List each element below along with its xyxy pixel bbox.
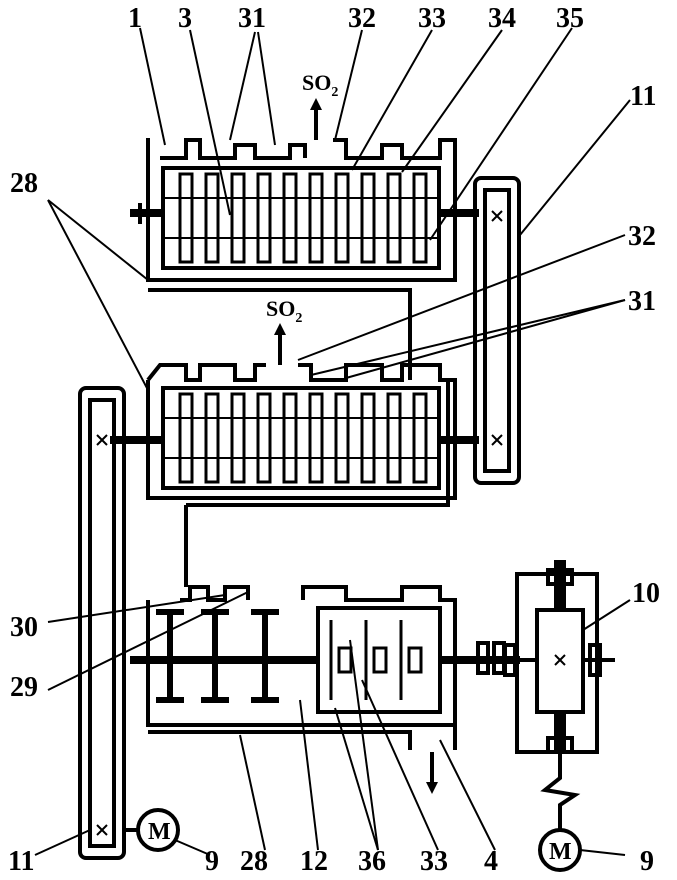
bottom-roller [201, 609, 229, 703]
pulley-hub-mark [96, 434, 108, 446]
middle-reactor [110, 363, 479, 500]
middle-drum-fin [230, 392, 246, 484]
top-drum-fin [256, 172, 272, 264]
so2-label-mid: SO2 [266, 296, 302, 326]
pipes [148, 288, 457, 750]
middle-drum-fin [204, 392, 220, 484]
label-1: 1 [128, 3, 142, 34]
motor-right-symbol: M [549, 839, 572, 865]
label-10: 10 [632, 578, 660, 609]
top-drum-fin [178, 172, 194, 264]
cage-paddle [407, 646, 423, 674]
label-33-bottom: 33 [420, 846, 448, 877]
middle-drum-fin [412, 392, 428, 484]
label-28-left: 28 [10, 168, 38, 199]
top-reactor [130, 138, 479, 282]
so2-label-top: SO2 [302, 70, 338, 100]
middle-drum-fin [360, 392, 376, 484]
label-32-top: 32 [348, 3, 376, 34]
middle-drum-fin [308, 392, 324, 484]
top-drum-fin [204, 172, 220, 264]
label-33-top: 33 [418, 3, 446, 34]
label-31-mid: 31 [628, 286, 656, 317]
label-4: 4 [484, 846, 498, 877]
pulley-hub-mark [554, 654, 566, 666]
cage-paddle [372, 646, 388, 674]
label-34: 34 [488, 3, 516, 34]
label-36: 36 [358, 846, 386, 877]
middle-drum-fin [178, 392, 194, 484]
label-3: 3 [178, 3, 192, 34]
label-12: 12 [300, 846, 328, 877]
label-11-top: 11 [630, 81, 656, 112]
top-drum-fin [282, 172, 298, 264]
motor-left-symbol: M [148, 819, 171, 845]
gear-box [503, 560, 615, 830]
middle-drum-fin [334, 392, 350, 484]
bottom-roller [251, 609, 279, 703]
label-11-bottom: 11 [8, 846, 34, 877]
bottom-reactor [130, 585, 520, 727]
label-29: 29 [10, 672, 38, 703]
bottom-roller [156, 609, 184, 703]
label-28-bottom: 28 [240, 846, 268, 877]
label-32-mid: 32 [628, 221, 656, 252]
label-9-left: 9 [205, 846, 219, 877]
top-drum-fin [230, 172, 246, 264]
middle-drum-fin [282, 392, 298, 484]
top-drum-fin [308, 172, 324, 264]
pulley-hub-mark [491, 434, 503, 446]
pulley-hub-mark [491, 210, 503, 222]
top-drum-fin [412, 172, 428, 264]
middle-drum-fin [386, 392, 402, 484]
label-35: 35 [556, 3, 584, 34]
pulley-hub-mark [96, 824, 108, 836]
top-drum-fin [386, 172, 402, 264]
top-drum-fin [360, 172, 376, 264]
top-drum-fin [334, 172, 350, 264]
label-9-right: 9 [640, 846, 654, 877]
label-30: 30 [10, 612, 38, 643]
belt-left [78, 386, 126, 860]
middle-drum-fin [256, 392, 272, 484]
cage-paddle [337, 646, 353, 674]
label-31-top: 31 [238, 3, 266, 34]
